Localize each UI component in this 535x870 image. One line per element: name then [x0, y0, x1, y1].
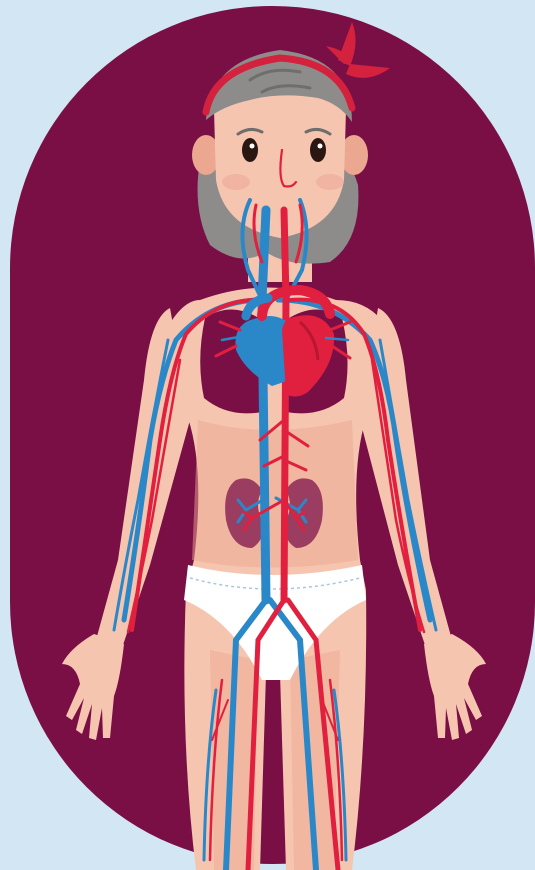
eye-right: [310, 138, 326, 162]
eye-left: [242, 138, 258, 162]
